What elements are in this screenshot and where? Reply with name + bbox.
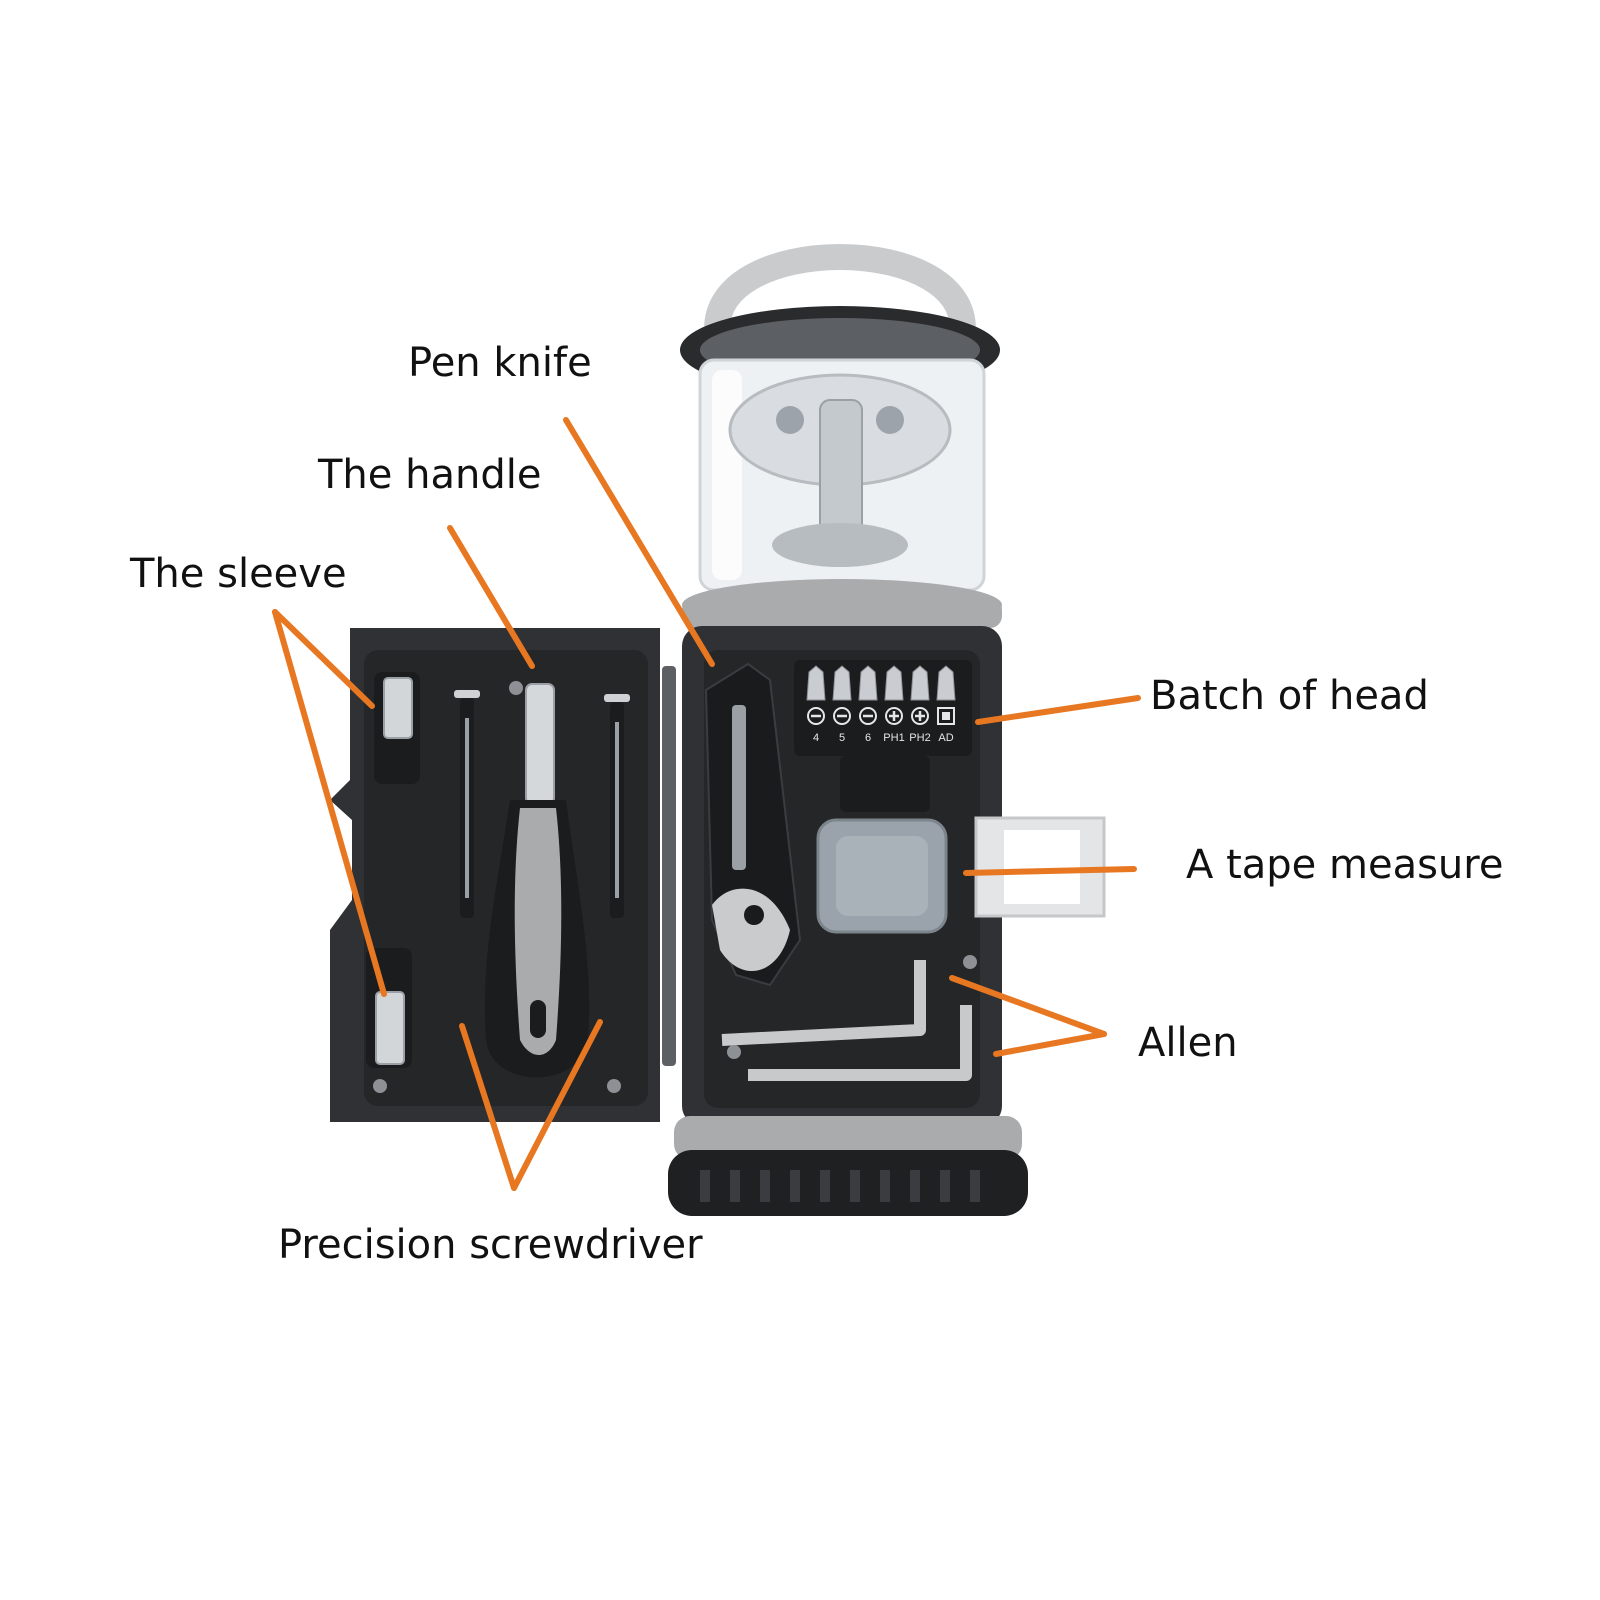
screw-icon [607, 1079, 621, 1093]
callout-precision-left [459, 1023, 517, 1191]
bit-ad: AD [936, 665, 956, 744]
phillips-bit-icon [885, 707, 903, 725]
phillips-bit-icon [911, 707, 929, 725]
callout-precision-right [511, 1019, 603, 1191]
bit-shank [910, 665, 930, 701]
label-the-handle: The handle [318, 452, 542, 498]
bit-size-label: AD [938, 732, 953, 744]
screw-icon [727, 1045, 741, 1059]
bit-shank [858, 665, 878, 701]
allen-keys [721, 955, 977, 1081]
slotted-bit-icon [833, 707, 851, 725]
pen-knife [704, 662, 802, 987]
callout-handle [447, 525, 535, 669]
bit-size-label: 5 [839, 732, 845, 744]
callout-allen-bottom [993, 1031, 1107, 1057]
slotted-bit-icon [807, 707, 825, 725]
screw-icon [509, 681, 523, 695]
adapter-bit-icon [937, 707, 955, 725]
lantern-bulb-stem [819, 399, 863, 541]
lantern-handle [704, 244, 976, 351]
bit-shank [936, 665, 956, 701]
bit-ph2: PH2 [909, 665, 931, 744]
right-case-body: 4 5 6 PH1 PH2 AD [668, 626, 1106, 1216]
bit-shank [884, 665, 904, 701]
screw-icon [963, 955, 977, 969]
bit-holder: 4 5 6 PH1 PH2 AD [794, 660, 972, 812]
base-grip-ridges [700, 1170, 980, 1202]
case-base-grip [668, 1150, 1028, 1216]
case-base-band [674, 1116, 1022, 1160]
bit-size-label: 6 [865, 732, 871, 744]
callout-lines [272, 417, 1141, 1191]
left-case-door [330, 628, 660, 1122]
label-pen-knife: Pen knife [408, 340, 592, 386]
callout-allen-top [949, 975, 1107, 1037]
precision-screwdriver-right [604, 694, 630, 918]
callout-sleeve-bottom [272, 609, 387, 997]
precision-screwdriver-left [454, 690, 480, 918]
label-the-sleeve: The sleeve [130, 551, 347, 597]
slotted-bit-icon [859, 707, 877, 725]
callout-pen-knife [563, 417, 715, 667]
bit-6: 6 [858, 665, 878, 744]
bit-set: 4 5 6 PH1 PH2 AD [806, 665, 956, 744]
bit-shank [806, 665, 826, 701]
sleeve-top [374, 672, 420, 784]
callout-sleeve-top [272, 609, 375, 709]
label-batch-of-head: Batch of head [1150, 673, 1429, 719]
bit-ph1: PH1 [883, 665, 905, 744]
bit-size-label: PH2 [909, 732, 930, 744]
bit-shank [832, 665, 852, 701]
callout-batch-of-head [975, 695, 1141, 725]
bit-4: 4 [806, 665, 826, 744]
label-precision-screwdriver: Precision screwdriver [278, 1222, 703, 1268]
lantern [680, 244, 1002, 631]
screw-icon [373, 1079, 387, 1093]
tape-measure [816, 816, 1106, 934]
bit-size-label: PH1 [883, 732, 904, 744]
label-tape-measure: A tape measure [1186, 842, 1504, 888]
label-allen: Allen [1138, 1020, 1238, 1066]
bit-size-label: 4 [813, 732, 819, 744]
case-hinge [662, 666, 676, 1066]
screwdriver-handle [484, 683, 590, 1078]
bit-5: 5 [832, 665, 852, 744]
callout-tape-measure [963, 866, 1137, 876]
